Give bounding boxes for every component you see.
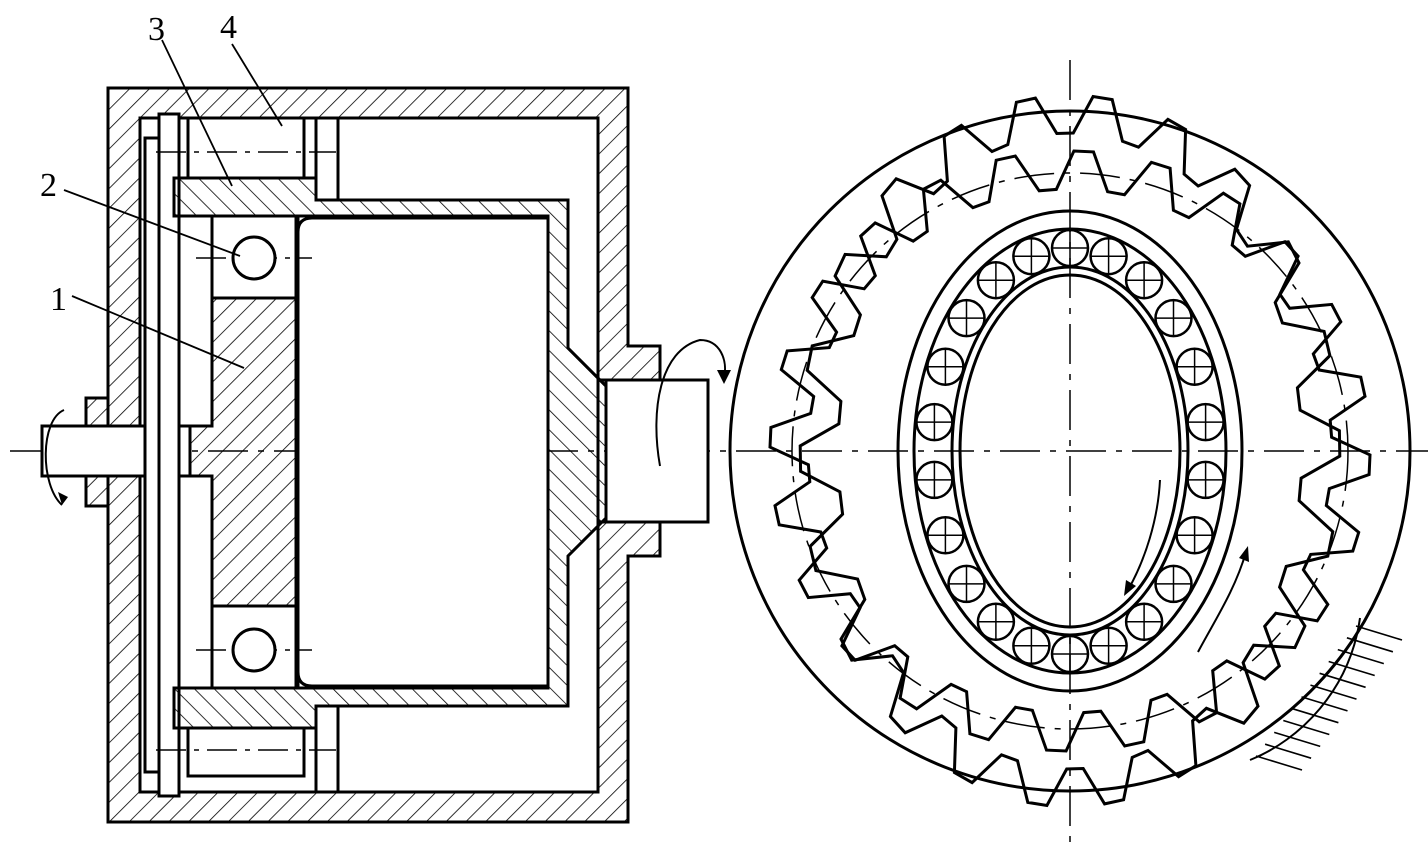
bearing-ball [926,347,965,386]
sectional-view [10,39,1428,824]
bearing-ball [1186,402,1225,442]
circular-spline-teeth-top [186,116,306,180]
bearing-ball [1050,634,1090,674]
bearing-ball [1124,602,1164,642]
leader-line-3 [161,39,233,187]
bearing-ball [915,402,954,442]
ground-hatch-line [1301,696,1348,712]
bearing-ball [1154,298,1193,338]
ring-tooth-profile [768,149,1372,753]
cam-rotation-arrowhead [1124,580,1136,596]
wave-generator-cam-end [958,273,1182,629]
leader-line-2 [63,189,241,257]
flex-tooth-profile [798,94,1342,808]
flex-rotation-arrow [1197,551,1247,653]
flex-teeth-top [314,116,340,202]
bearing-ball [1175,347,1214,386]
bearing-ball [976,602,1016,642]
cam-rotation-arrow [1127,479,1161,591]
bearing-ball-bottom [231,627,277,673]
circular-spline-teeth [768,149,1372,753]
label-part-3: 3 [148,11,165,48]
ground-hatch-line [1319,672,1366,689]
flex-teeth-bottom [314,704,340,794]
ground-hatch-line [1255,755,1303,771]
circular-spline-teeth-bottom [186,726,306,778]
bearing-inner-ring [950,265,1190,637]
ground-hatch-line [1328,660,1375,677]
bearing-ball [947,564,986,604]
bearing-ball [1012,626,1051,666]
ground-hatch-line [1273,731,1321,748]
bearing-ball [1012,236,1051,276]
leader-line-1 [71,295,245,369]
input-rotation-arrowhead [58,492,68,505]
ground-line [1249,617,1361,761]
end-plate-strip [157,112,181,798]
leader-line-4 [231,43,283,127]
bearing-ball [1124,260,1164,300]
bearing-ball [976,260,1016,300]
end-view [728,60,1412,852]
flexspline-inner-rim [896,209,1244,693]
flex-rotation-arrowhead [1239,546,1249,562]
label-part-2: 2 [40,167,57,204]
bearing-ball [1154,564,1193,604]
ground-hatch-line [1355,625,1403,641]
bearing-ball [1175,516,1214,555]
input-rotation-arrow [44,409,65,506]
bearing-ball [947,298,986,338]
circular-spline-outer [728,109,1412,793]
ground-hatch-line [1337,648,1385,665]
ground-hatch-line [1346,637,1394,653]
bearing-ball [1050,228,1090,268]
ground-hatch [1255,625,1403,771]
label-part-4: 4 [220,9,237,46]
ground-hatch-line [1292,707,1339,724]
end-plate [143,136,161,774]
bearing-ball [1089,236,1128,276]
bearing-ball [1089,626,1128,666]
label-part-1: 1 [50,281,67,318]
flexspline-cavity [296,216,550,688]
output-rotation-arrowhead [717,370,731,384]
circular-spline-pitch [791,172,1349,730]
output-rotation-arrow [655,338,726,467]
bearing-ball-top [231,235,277,281]
bearing-balls [915,228,1225,674]
ground-hatch-line [1264,743,1312,759]
ground-hatch-line [1283,719,1330,736]
ground-hatch-line [1310,684,1357,700]
bearing-ball [915,460,954,500]
flexspline-teeth [798,94,1342,808]
bearing-ball [1186,460,1225,500]
wave-generator-cam [188,296,298,608]
bearing-ball [926,516,965,555]
